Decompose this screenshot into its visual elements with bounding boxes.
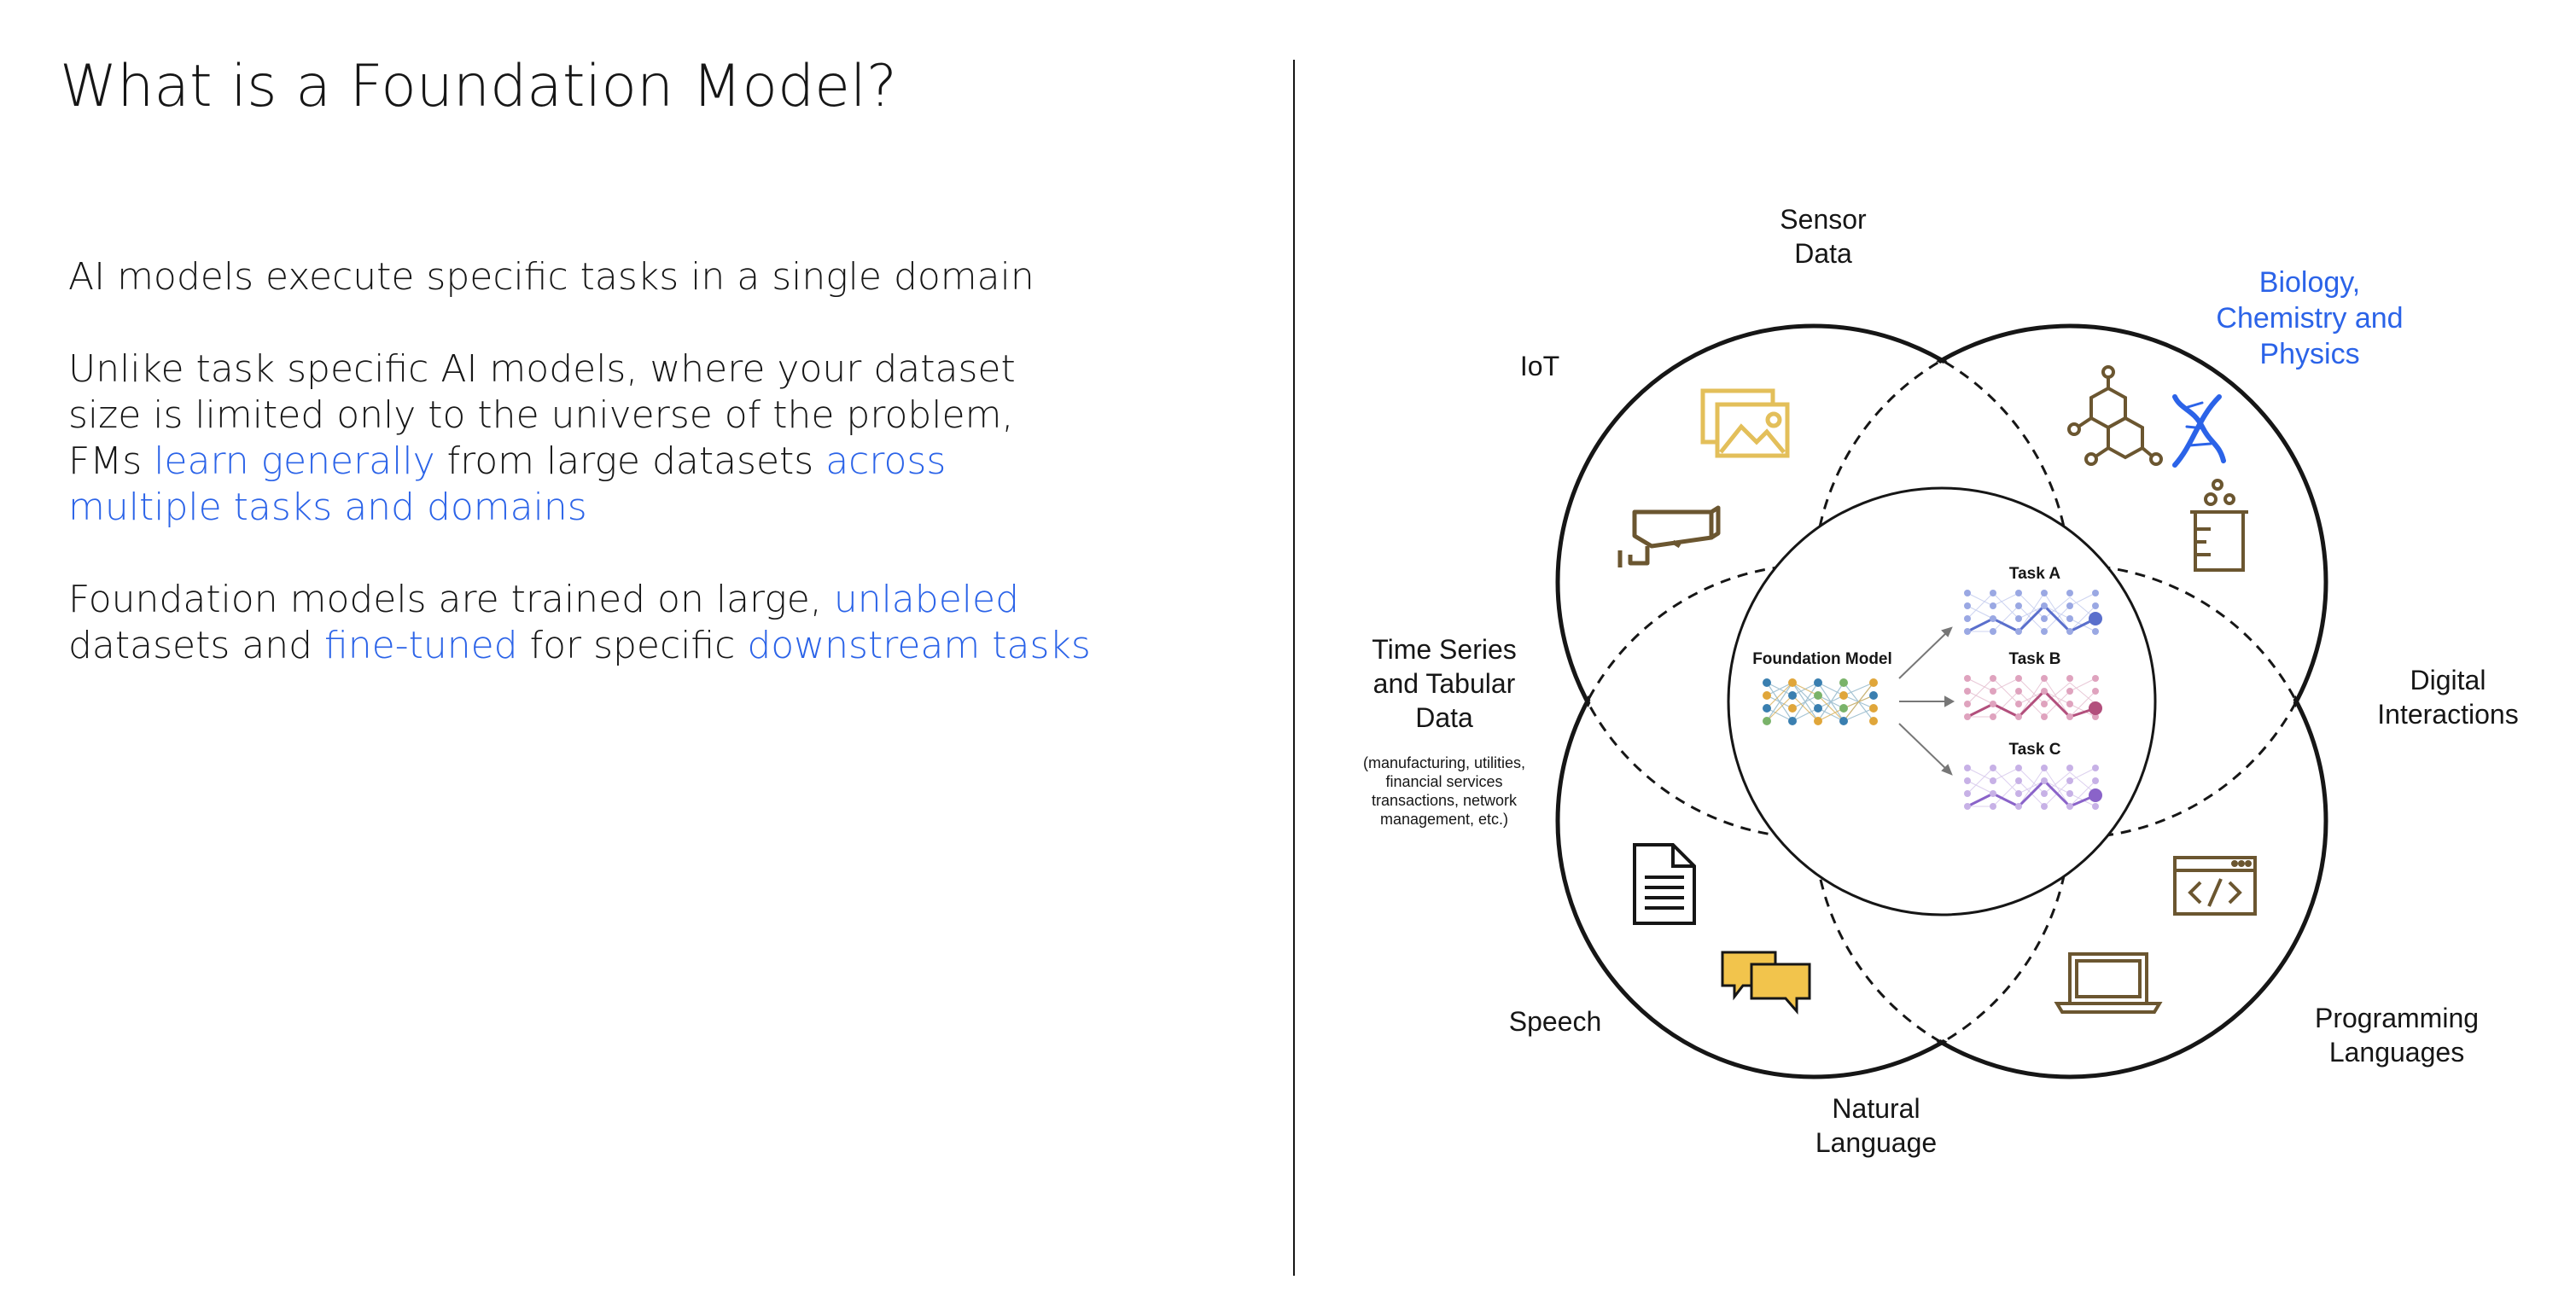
task-b-label: Task B xyxy=(2009,650,2061,668)
label-line: Time Series xyxy=(1372,634,1517,665)
laptop-icon xyxy=(2054,952,2163,1014)
label-line: transactions, network xyxy=(1372,792,1518,809)
security-camera-icon xyxy=(1617,505,1721,567)
page-title: What is a Foundation Model? xyxy=(60,53,897,120)
chat-bubbles-icon xyxy=(1721,951,1811,1015)
task-a-label: Task A xyxy=(2009,565,2060,583)
highlight-learn-generally: learn generally xyxy=(154,439,435,483)
label-sensor-data: Sensor Data xyxy=(1780,204,1867,269)
task-c-network xyxy=(1964,765,2102,810)
text-span: from large datasets xyxy=(434,439,826,483)
task-b-network xyxy=(1964,675,2102,720)
text-span: Unlike task specific AI models, where yo… xyxy=(68,347,1016,483)
text-span: Foundation models are trained on large, xyxy=(68,578,834,621)
task-arrows xyxy=(1898,626,1955,776)
image-icon xyxy=(1700,388,1790,458)
label-line: Digital xyxy=(2410,665,2486,695)
label-line: Chemistry and xyxy=(2216,302,2403,335)
label-iot: IoT xyxy=(1520,351,1559,381)
task-a-network xyxy=(1964,590,2102,635)
text-span: for specific xyxy=(517,624,748,667)
foundation-model-nodes xyxy=(1763,678,1878,725)
task-c-label: Task C xyxy=(2009,741,2061,759)
label-line: Physics xyxy=(2259,338,2359,370)
label-natural-language: Natural Language xyxy=(1815,1093,1937,1158)
label-line: Sensor xyxy=(1780,204,1867,235)
label-line: financial services xyxy=(1385,773,1502,790)
label-digital-interactions: Digital Interactions xyxy=(2377,665,2518,730)
label-line: Biology, xyxy=(2259,266,2360,299)
label-line: (manufacturing, utilities, xyxy=(1363,754,1525,771)
foundation-model-label: Foundation Model xyxy=(1752,650,1892,668)
vertical-divider xyxy=(1293,60,1295,1276)
beaker-icon xyxy=(2190,479,2248,572)
code-window-icon xyxy=(2173,856,2257,916)
label-line: Programming xyxy=(2315,1003,2479,1033)
body-text: AI models execute specific tasks in a si… xyxy=(68,254,1093,715)
text-span: datasets and xyxy=(68,624,325,667)
label-line: Data xyxy=(1415,702,1473,733)
label-line: management, etc.) xyxy=(1380,811,1508,828)
dna-icon xyxy=(2172,394,2226,468)
paragraph-foundation-models-learn: Unlike task specific AI models, where yo… xyxy=(68,346,1093,531)
label-line: Interactions xyxy=(2377,699,2518,730)
label-line: Natural xyxy=(1832,1093,1920,1124)
label-biology: Biology, Chemistry and Physics xyxy=(2216,266,2403,370)
label-time-series: Time Series and Tabular Data xyxy=(1372,634,1517,733)
paragraph-trained-unlabeled: Foundation models are trained on large, … xyxy=(68,577,1093,669)
label-speech: Speech xyxy=(1509,1006,1602,1037)
paragraph-single-domain: AI models execute specific tasks in a si… xyxy=(68,255,1034,299)
highlight-downstream-tasks: downstream tasks xyxy=(747,624,1091,667)
label-line: Language xyxy=(1815,1127,1937,1158)
label-time-series-note: (manufacturing, utilities, financial ser… xyxy=(1363,754,1525,828)
highlight-unlabeled: unlabeled xyxy=(833,578,1019,621)
label-programming-languages: Programming Languages xyxy=(2315,1003,2479,1068)
highlight-fine-tuned: fine-tuned xyxy=(324,624,518,667)
highlight-across-tasks: across multiple tasks and domains xyxy=(68,439,947,529)
label-line: and Tabular xyxy=(1373,668,1516,699)
document-icon xyxy=(1633,843,1696,925)
label-line: Data xyxy=(1794,238,1852,269)
label-line: Languages xyxy=(2329,1037,2464,1068)
molecule-icon xyxy=(2067,365,2163,466)
